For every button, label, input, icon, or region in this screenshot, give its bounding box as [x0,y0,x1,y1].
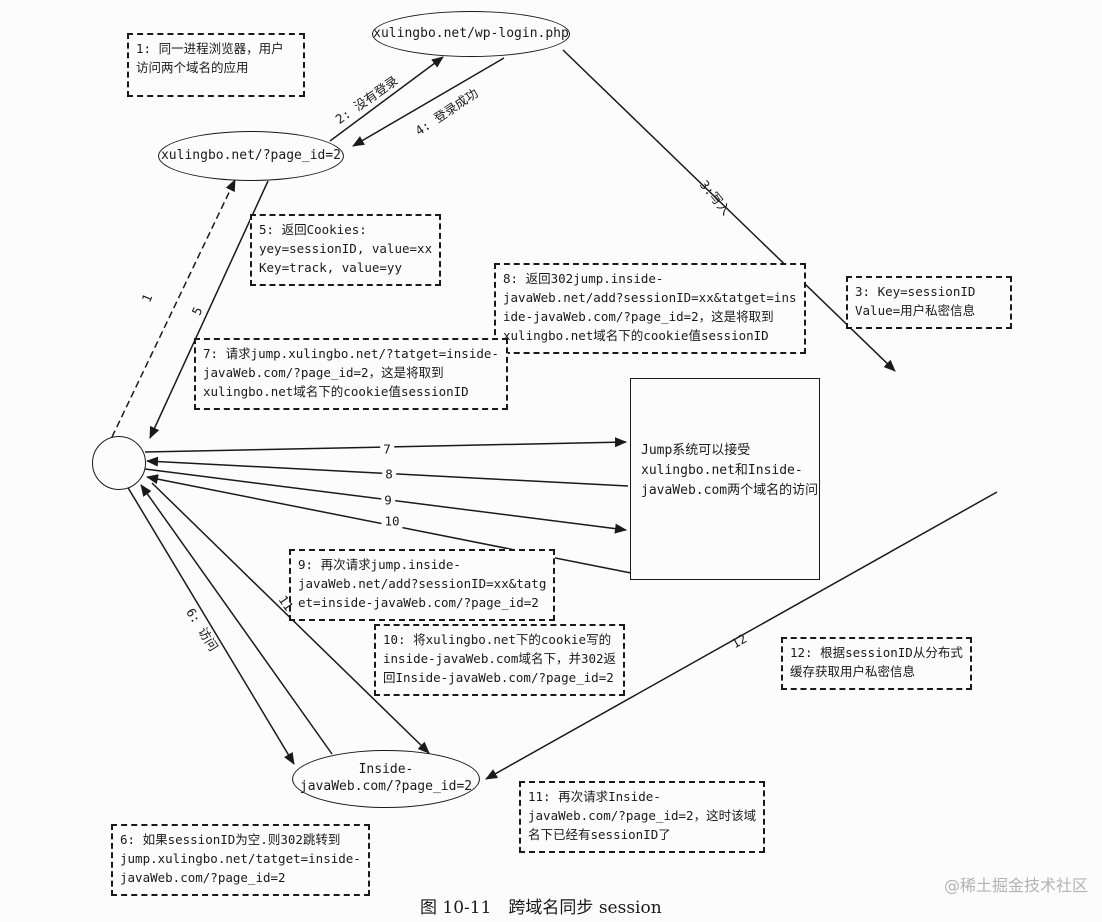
note-7: 7: 请求jump.xulingbo.net/?tatget=inside- j… [194,338,508,410]
watermark: @稀土掘金技术社区 [943,876,1088,895]
inside-page-node: Inside- javaWeb.com/?page_id=2 [292,750,480,808]
edge-9-label: 9 [381,492,395,508]
edge-1-line [111,179,236,438]
jump-system-label: Jump系统可以接受 xulingbo.net和Inside- javaWeb.… [641,443,819,499]
figure-caption: 图 10-11 跨域名同步 session [420,898,662,918]
note-6: 6: 如果sessionID为空.则302跳转到 jump.xulingbo.n… [111,824,370,896]
edge-11-line [140,484,333,755]
note-12: 12: 根据sessionID从分布式 缓存获取用户私密信息 [781,637,972,690]
jump-system-node: Jump系统可以接受 xulingbo.net和Inside- javaWeb.… [630,378,820,580]
inside-page-label: Inside- javaWeb.com/?page_id=2 [299,762,473,794]
edge-7-label: 7 [380,441,394,457]
note-9: 9: 再次请求jump.inside- javaWeb.net/add?sess… [289,549,556,621]
login-page-node: xulingbo.net/wp-login.php [372,11,570,57]
note-3: 3: Key=sessionID Value=用户私密信息 [846,276,1012,329]
note-10: 10: 将xulingbo.net下的cookie写的 inside-javaW… [374,624,626,696]
note-11: 11: 再次请求Inside- javaWeb.com/?page_id=2，这… [519,781,766,853]
xulingbo-page-label: xulingbo.net/?page_id=2 [160,147,341,163]
edge-10-label: 10 [381,513,403,529]
edge-6-line [126,485,295,765]
note-5: 5: 返回Cookies: yey=sessionID, value=xx Ke… [250,214,442,286]
login-page-label: xulingbo.net/wp-login.php [373,25,569,41]
edge-8-label: 8 [382,466,396,482]
edge-4-line [352,57,505,147]
note-8: 8: 返回302jump.inside- javaWeb.net/add?ses… [494,263,806,354]
edge-5-line [149,180,269,439]
xulingbo-page-node: xulingbo.net/?page_id=2 [158,131,344,181]
edge-3-line [562,49,896,372]
browser-node [92,436,146,490]
note-1: 1: 同一进程浏览器，用户 访问两个域名的应用 [127,33,305,97]
edge-12-line [485,491,998,780]
edge-2-line [329,56,444,142]
